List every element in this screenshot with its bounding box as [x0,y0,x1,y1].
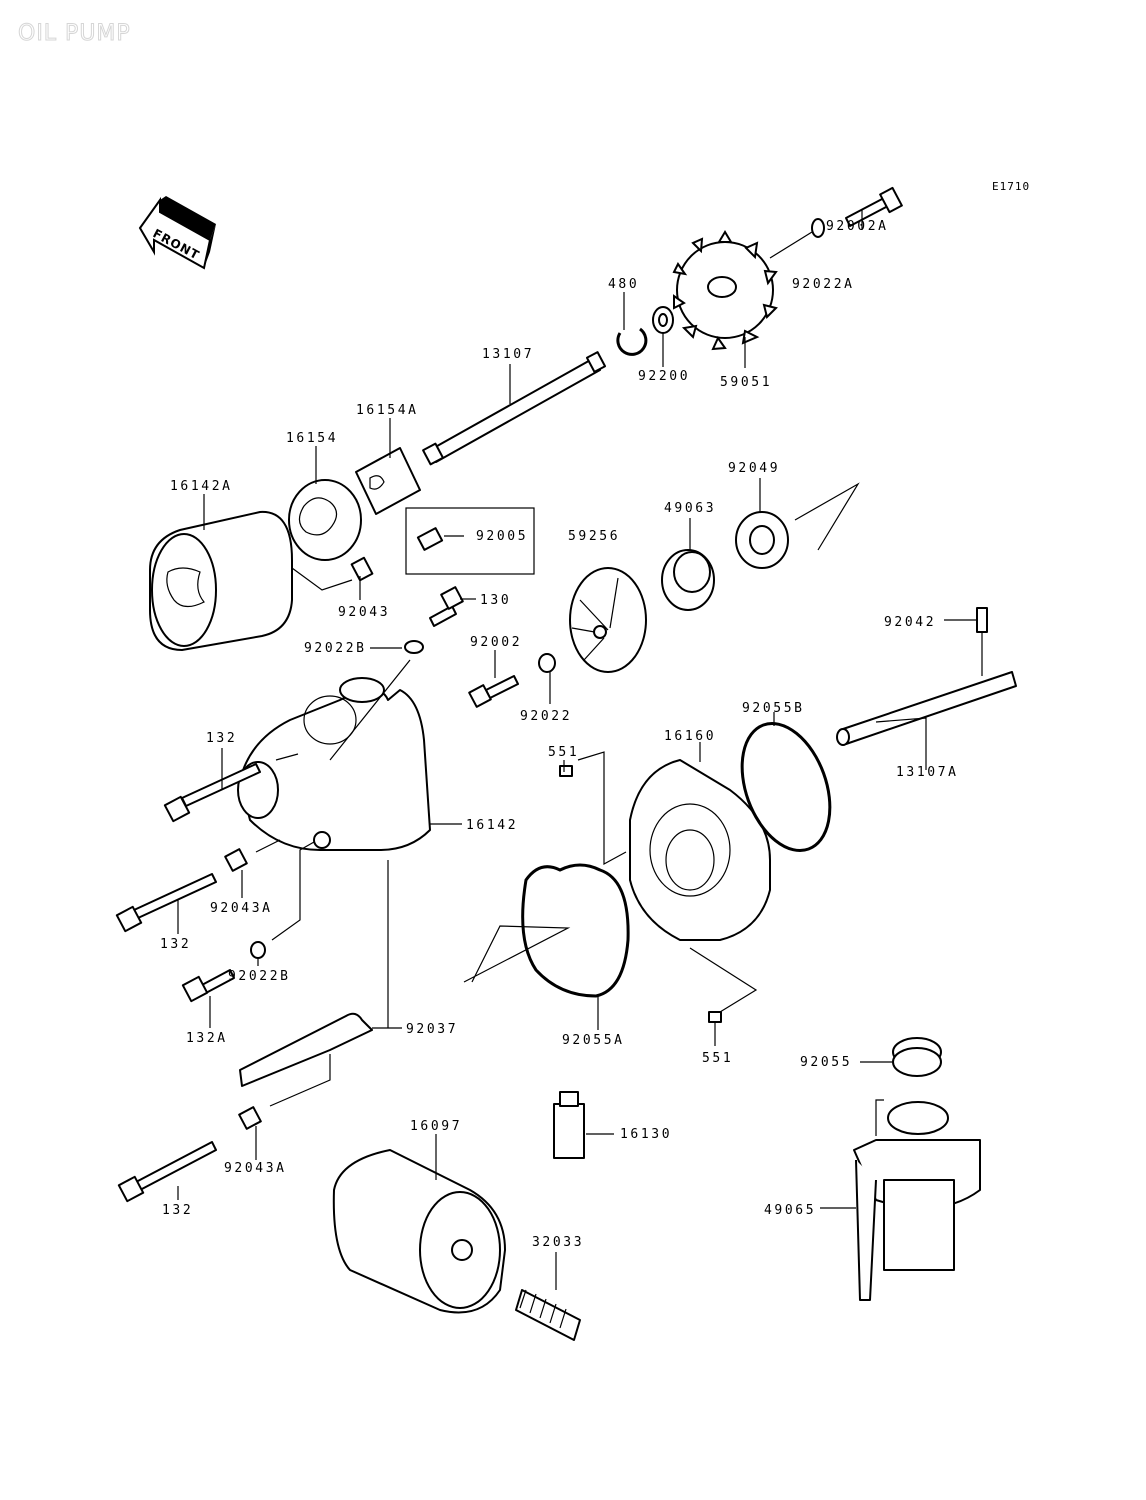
dowel-pin-icon-bot [708,1011,722,1023]
sprocket-icon [672,230,778,351]
part-labels: 92002A 92022A 480 92200 59051 13107 1615… [160,219,959,1250]
dowel-pin-icon-top [559,765,573,777]
part-label-92022B: 92022B [304,641,367,656]
pump-housing-icon [149,510,293,651]
part-label-92022A: 92022A [792,277,855,292]
bolt-icon-132-bot [117,1141,217,1203]
part-label-16154A: 16154A [356,403,419,418]
bolt-icon-132-mid [115,873,217,933]
oil-filter-icon [332,1149,506,1314]
part-label-16154: 16154 [286,431,338,446]
o-ring-icon-92055b [740,721,832,853]
bolt-icon [845,186,903,227]
shaft-icon-13107a [836,671,1017,746]
part-label-92200: 92200 [638,369,690,384]
part-label-132-mid: 132 [160,937,191,952]
diagram-code: E1710 [992,180,1030,193]
part-label-59051: 59051 [720,375,772,390]
part-label-32033: 32033 [532,1235,584,1250]
part-label-92043: 92043 [338,605,390,620]
bolt-icon-130 [429,586,464,627]
water-pump-body-icon [237,677,431,851]
part-label-551: 551 [548,745,579,760]
part-label-92055A: 92055A [562,1033,625,1048]
part-label-480: 480 [608,277,639,292]
inner-rotor-icon [355,447,421,515]
front-arrow-icon: FRONT [138,196,216,270]
part-label-92043A: 92043A [210,901,273,916]
part-label-16130: 16130 [620,1127,672,1142]
bolt-icon-92002 [468,675,519,708]
pin-icon [350,556,374,582]
fitting-icon-16130 [553,1091,585,1159]
mechanical-seal-icon [661,549,715,611]
strainer-icon [853,1101,981,1301]
shaft-icon [422,351,607,466]
part-label-59256: 59256 [568,529,620,544]
leader-lines [177,210,983,1290]
part-label-92037: 92037 [406,1022,458,1037]
circlip-icon [616,327,648,356]
part-label-92043A-bot: 92043A [224,1161,287,1176]
fitting-frame [405,507,535,575]
part-label-16097: 16097 [410,1119,462,1134]
cover-icon [629,759,771,941]
washer-icon-92022 [538,653,556,673]
pin-icon-92043a-bot [238,1106,262,1130]
part-label-92002: 92002 [470,635,522,650]
part-label-132: 132 [206,731,237,746]
part-label-92022: 92022 [520,709,572,724]
part-label-551-bot: 551 [702,1051,733,1066]
part-label-132-bot: 132 [162,1203,193,1218]
part-label-92055B: 92055B [742,701,805,716]
part-label-92042: 92042 [884,615,936,630]
part-label-16142A: 16142A [170,479,233,494]
spring-icon [515,1289,581,1341]
pin-icon-92042 [976,607,988,633]
part-label-92002A: 92002A [826,219,889,234]
part-label-130: 130 [480,593,511,608]
part-label-13107: 13107 [482,347,534,362]
part-label-92049: 92049 [728,461,780,476]
part-label-92005: 92005 [476,529,528,544]
outer-rotor-icon [288,479,362,561]
part-label-16160: 16160 [664,729,716,744]
pin-icon-92043a-mid [224,848,248,872]
part-label-132A: 132A [186,1031,228,1046]
impeller-icon [569,567,647,673]
washer-icon [811,218,825,238]
bolt-icon-132-top [163,763,261,823]
part-label-49063: 49063 [664,501,716,516]
bolt-icon-132a [181,969,235,1003]
oil-seal-icon [735,511,789,569]
o-ring-icon-92055 [892,1037,942,1077]
diagram-watermark: OIL PUMP [18,21,131,46]
washer-icon-92022b [404,640,424,654]
part-label-92055: 92055 [800,1055,852,1070]
washer-icon-92022b-bot [250,941,266,959]
part-label-92022B-bot: 92022B [228,969,291,984]
part-label-49065: 49065 [764,1203,816,1218]
part-label-16142: 16142 [466,818,518,833]
fitting-icon [416,527,444,551]
gasket-icon [521,863,630,998]
bracket-icon [239,1012,373,1087]
washer-icon-92200 [652,306,674,334]
part-label-13107A: 13107A [896,765,959,780]
